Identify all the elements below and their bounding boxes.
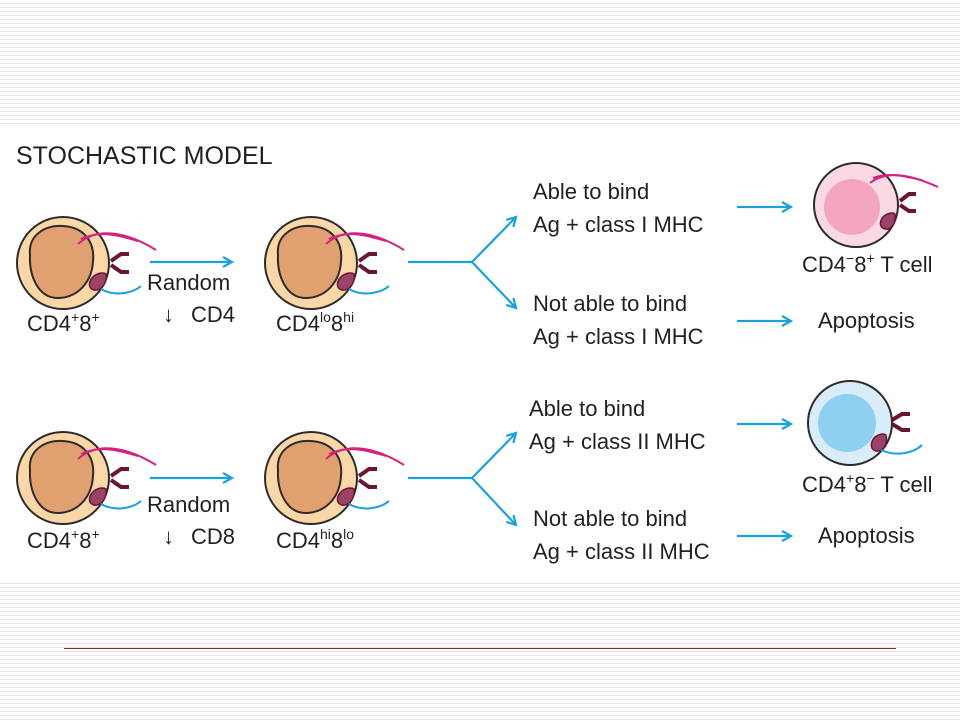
top-result-cell [813, 162, 939, 248]
top-fork-arrow [408, 217, 516, 308]
bottom-down-arrow-icon: ↓ [163, 524, 174, 549]
top-down-arrow-icon: ↓ [163, 302, 174, 327]
bottom-not-able-line1: Not able to bind [533, 506, 687, 531]
top-initial-cell-label: CD4+8+ [27, 309, 100, 336]
top-process-target: CD4 [191, 302, 235, 327]
top-apoptosis-label: Apoptosis [818, 308, 915, 333]
bottom-process-target: CD8 [191, 524, 235, 549]
diagram-panel [0, 124, 960, 580]
diagram-title: STOCHASTIC MODEL [16, 142, 273, 170]
top-intermediate-cell-label: CD4lo8hi [276, 309, 354, 336]
bottom-intermediate-cell-label: CD4hi8lo [276, 526, 354, 553]
bottom-intermediate-cell [263, 430, 406, 526]
top-not-able-line1: Not able to bind [533, 291, 687, 316]
top-initial-cell [15, 215, 158, 311]
bottom-initial-cell [15, 430, 158, 526]
top-result-cell-label: CD4−8+ T cell [802, 250, 933, 277]
bottom-result-cell-label: CD4+8− T cell [802, 470, 933, 497]
bottom-able-line1: Able to bind [529, 396, 645, 421]
footer-rule [64, 648, 896, 649]
bottom-not-able-line2: Ag + class II MHC [533, 539, 710, 564]
bottom-able-line2: Ag + class II MHC [529, 429, 706, 454]
bottom-fork-arrow [408, 433, 516, 525]
top-intermediate-cell [263, 215, 406, 311]
bottom-random-label: Random [147, 492, 230, 517]
bottom-initial-cell-label: CD4+8+ [27, 526, 100, 553]
top-random-label: Random [147, 270, 230, 295]
top-not-able-line2: Ag + class I MHC [533, 324, 704, 349]
top-able-line1: Able to bind [533, 179, 649, 204]
bottom-apoptosis-label: Apoptosis [818, 523, 915, 548]
bottom-result-cell [807, 380, 923, 466]
top-able-line2: Ag + class I MHC [533, 212, 704, 237]
